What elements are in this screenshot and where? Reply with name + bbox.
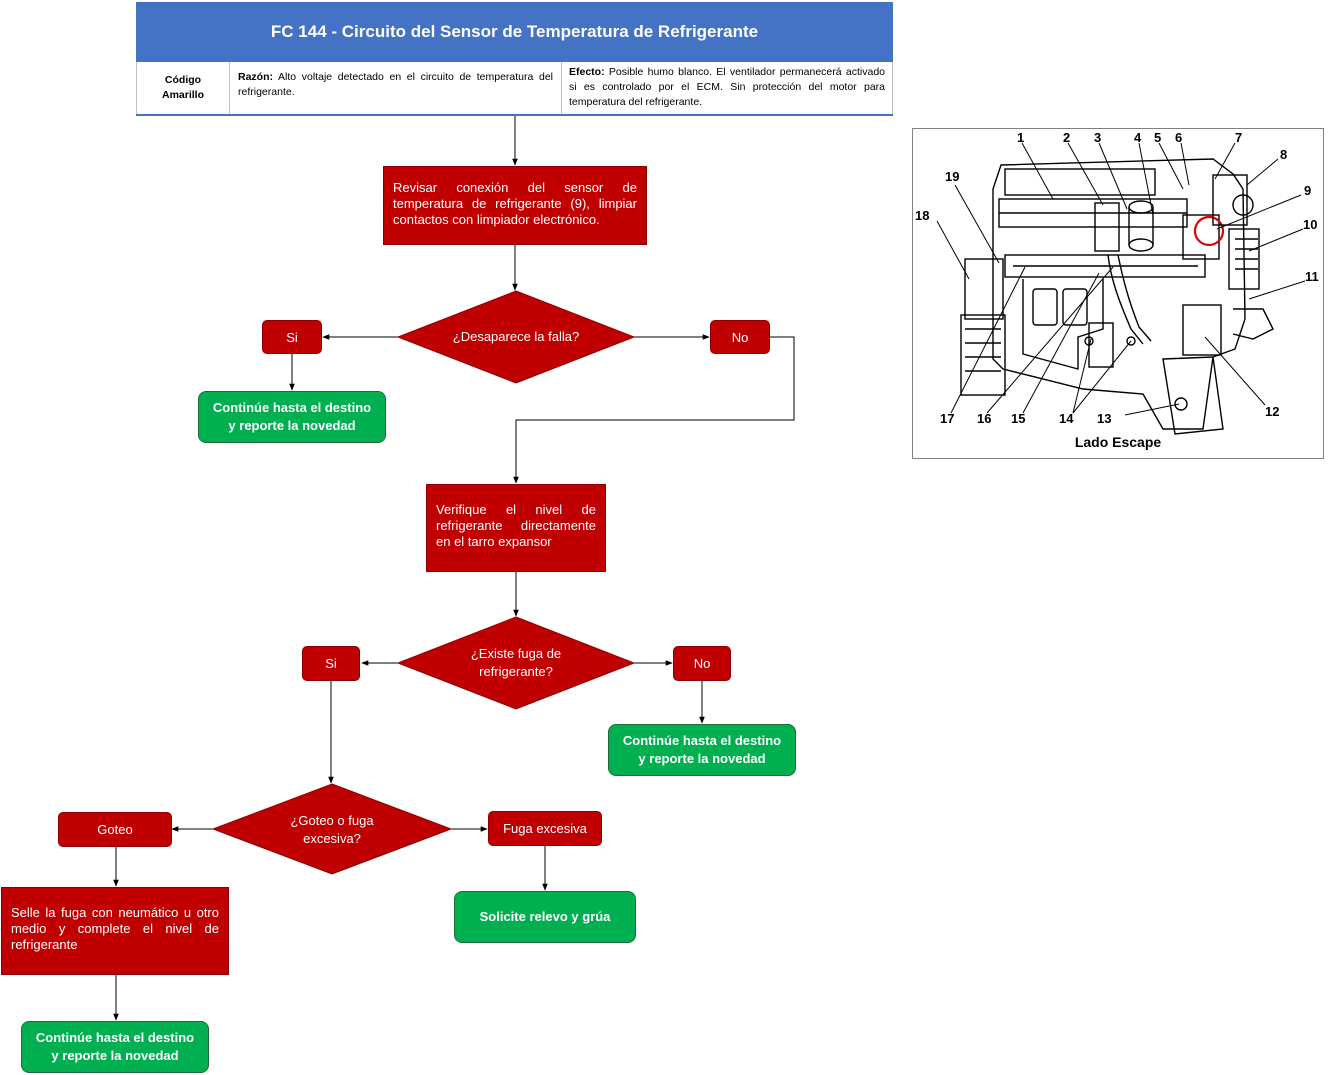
decision-1-no: No xyxy=(710,320,770,354)
engine-diagram-panel: 1 2 3 4 5 6 7 8 9 10 11 12 13 14 15 16 1… xyxy=(912,128,1324,459)
callout-10: 10 xyxy=(1303,217,1317,232)
decision-diamond-3 xyxy=(211,783,453,875)
callout-8: 8 xyxy=(1280,147,1287,162)
callout-2: 2 xyxy=(1063,130,1070,145)
decision-1-yes: Si xyxy=(262,320,322,354)
decision-2-text: ¿Existe fuga de refrigerante? xyxy=(470,646,562,679)
step-seal-leak: Selle la fuga con neumático u otro medio… xyxy=(1,887,229,975)
callout-18: 18 xyxy=(915,208,929,223)
end-continue-2: Continúe hasta el destino y reporte la n… xyxy=(608,724,796,776)
fault-code-details: Código Amarillo Razón: Alto voltaje dete… xyxy=(136,62,893,116)
callout-5: 5 xyxy=(1154,130,1161,145)
decision-3-excessive-leak: Fuga excesiva xyxy=(488,811,602,846)
callout-14: 14 xyxy=(1059,411,1074,426)
callout-6: 6 xyxy=(1175,130,1182,145)
end-continue-1: Continúe hasta el destino y reporte la n… xyxy=(198,391,386,443)
callout-15: 15 xyxy=(1011,411,1025,426)
effect-text: Posible humo blanco. El ventilador perma… xyxy=(569,66,886,108)
callout-16: 16 xyxy=(977,411,991,426)
reason-label: Razón: xyxy=(238,71,273,83)
engine-figure-caption: Lado Escape xyxy=(1075,434,1162,450)
callout-11: 11 xyxy=(1305,269,1319,284)
end-request-tow: Solicite relevo y grúa xyxy=(454,891,636,943)
decision-3-text: ¿Goteo o fuga excesiva? xyxy=(290,813,374,846)
reason-cell: Razón: Alto voltaje detectado en el circ… xyxy=(230,62,562,114)
callout-4: 4 xyxy=(1134,130,1142,145)
decision-1-text: ¿Desaparece la falla? xyxy=(452,329,580,344)
severity-code-label: Código Amarillo xyxy=(136,62,230,114)
effect-cell: Efecto: Posible humo blanco. El ventilad… xyxy=(562,62,893,114)
decision-2-no: No xyxy=(673,646,731,681)
callout-17: 17 xyxy=(940,411,954,426)
decision-3-drip: Goteo xyxy=(58,812,172,847)
severity-code-text: Código Amarillo xyxy=(161,74,204,101)
end-continue-3: Continúe hasta el destino y reporte la n… xyxy=(21,1021,209,1073)
callout-19: 19 xyxy=(945,169,959,184)
decision-diamond-1 xyxy=(396,290,636,384)
step-check-coolant-level: Verifique el nivel de refrigerante direc… xyxy=(426,484,606,572)
fault-code-title: FC 144 - Circuito del Sensor de Temperat… xyxy=(136,2,893,62)
callout-1: 1 xyxy=(1017,130,1024,145)
decision-diamond-2 xyxy=(396,616,636,710)
reason-text: Alto voltaje detectado en el circuito de… xyxy=(238,71,553,98)
engine-line-drawing: 1 2 3 4 5 6 7 8 9 10 11 12 13 14 15 16 1… xyxy=(915,130,1319,450)
callout-9: 9 xyxy=(1304,183,1311,198)
callout-13: 13 xyxy=(1097,411,1111,426)
callout-3: 3 xyxy=(1094,130,1101,145)
callout-7: 7 xyxy=(1235,130,1242,145)
effect-label: Efecto: xyxy=(569,66,605,78)
callout-12: 12 xyxy=(1265,404,1279,419)
decision-2-yes: Si xyxy=(302,646,360,681)
step-check-sensor-connection: Revisar conexión del sensor de temperatu… xyxy=(383,166,647,245)
